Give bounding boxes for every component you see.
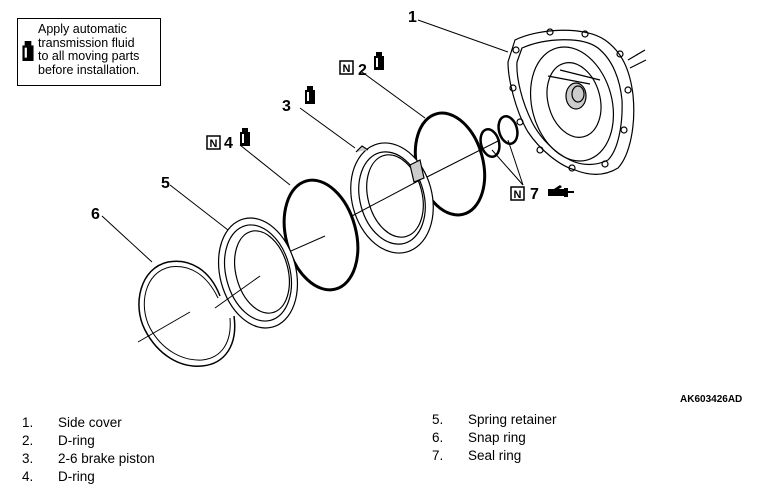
legend-number: 4. [22, 469, 34, 484]
grease-gun-icon [548, 185, 574, 197]
legend-label: D-ring [58, 469, 95, 484]
n-mark-7: N [510, 186, 525, 201]
legend-item: 5. Spring retainer [432, 411, 557, 429]
legend-item: 2. D-ring [22, 432, 155, 450]
legend-label: D-ring [58, 433, 95, 448]
fluid-bottle-icon [374, 52, 384, 70]
callout-1: 1 [408, 9, 417, 26]
fluid-bottle-icon [240, 128, 250, 146]
callout-5: 5 [161, 175, 170, 192]
svg-text:N: N [514, 189, 522, 201]
n-mark-2: N [339, 60, 354, 75]
legend-number: 6. [432, 430, 444, 445]
seal-rings [479, 115, 519, 158]
legend-number: 7. [432, 448, 444, 463]
legend-number: 3. [22, 451, 34, 466]
legend-number: 1. [22, 415, 34, 430]
callout-3: 3 [282, 98, 291, 115]
legend-label: Side cover [58, 415, 122, 430]
legend-label: Seal ring [468, 448, 522, 463]
legend-number: 2. [22, 433, 34, 448]
callout-2: 2 [358, 62, 367, 79]
note-text: Apply automatic transmission fluid to al… [38, 22, 140, 77]
legend-item: 4. D-ring [22, 468, 155, 486]
callout-7: 7 [530, 186, 539, 203]
instruction-note: Apply automatic transmission fluid to al… [17, 18, 161, 86]
fluid-bottle-icon [305, 86, 315, 104]
side-cover [507, 28, 647, 175]
legend-right: 5. Spring retainer 6. Snap ring 7. Seal … [432, 411, 557, 465]
legend-left: 1. Side cover 2. D-ring 3. 2-6 brake pis… [22, 414, 155, 486]
legend-label: Snap ring [468, 430, 526, 445]
svg-text:N: N [210, 138, 218, 150]
figure-code: AK603426AD [680, 394, 743, 405]
legend-item: 6. Snap ring [432, 429, 557, 447]
legend-item: 1. Side cover [22, 414, 155, 432]
legend-number: 5. [432, 412, 444, 427]
fluid-bottle-icon [22, 41, 34, 61]
callout-6: 6 [91, 206, 100, 223]
legend-item: 3. 2-6 brake piston [22, 450, 155, 468]
spring-retainer [217, 217, 299, 329]
brake-piston [350, 142, 434, 254]
legend-item: 7. Seal ring [432, 447, 557, 465]
callout-4: 4 [224, 135, 233, 152]
n-mark-4: N [206, 135, 221, 150]
legend-label: Spring retainer [468, 412, 557, 427]
snap-ring [138, 260, 236, 367]
legend-label: 2-6 brake piston [58, 451, 155, 466]
svg-text:N: N [343, 63, 351, 75]
